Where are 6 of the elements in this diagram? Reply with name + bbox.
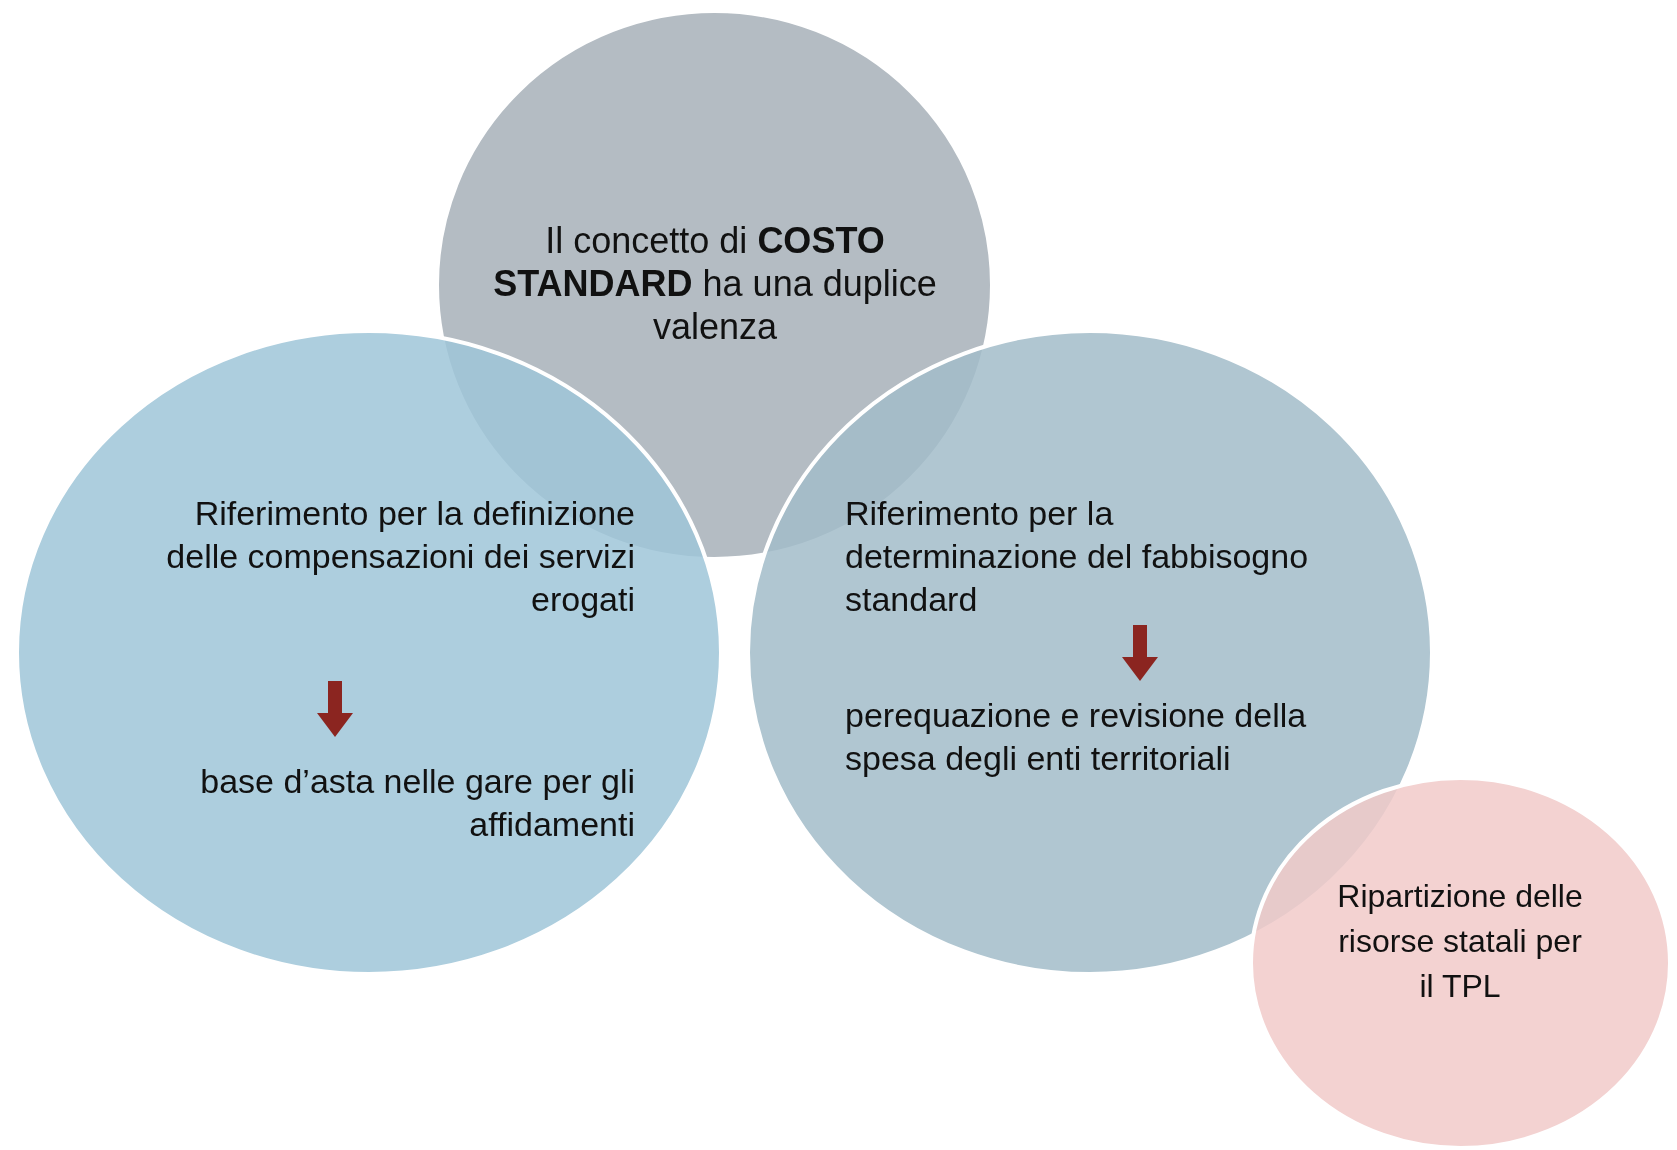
node-text: Riferimento per la definizione delle compensazioni dei servizi erogati: [165, 493, 635, 620]
node-text: Riferimento per la determinazione del fabbisogno standard: [845, 493, 1310, 620]
node-text: Ripartizione delle risorse statali per il TPL: [1336, 877, 1584, 1006]
result-text: perequazione e revisione della spesa degli enti territoriali: [845, 695, 1308, 779]
node-text: Il concetto di COSTO STANDARD ha una duplice valenza: [492, 219, 938, 348]
result-text: base d’asta nelle gare per gli affidamenti: [199, 761, 635, 845]
